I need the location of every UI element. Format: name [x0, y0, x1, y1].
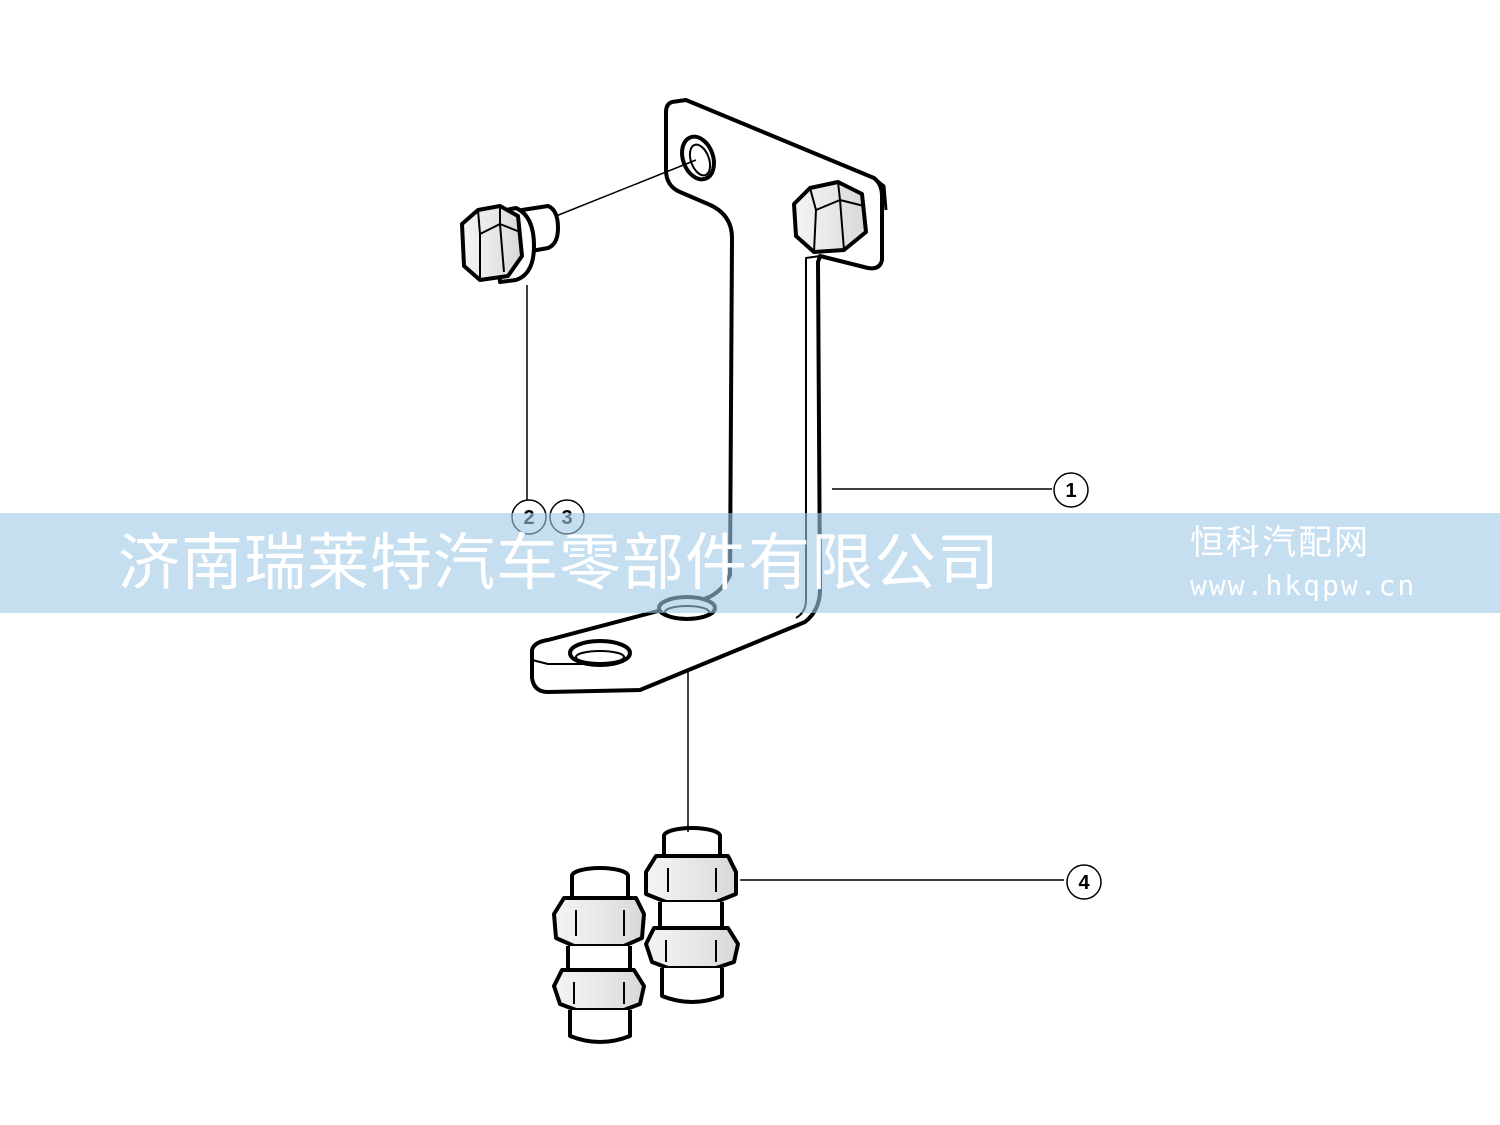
callout-1-label: 1: [1065, 480, 1076, 502]
callout-4-label: 4: [1078, 872, 1090, 894]
leader-lines: [526, 159, 1064, 881]
mounted-bolt: [792, 180, 868, 254]
watermark-band: 济南瑞莱特汽车零部件有限公司 恒科汽配网 www.hkqpw.cn: [0, 513, 1500, 613]
watermark-company-name: 济南瑞莱特汽车零部件有限公司: [118, 526, 1001, 599]
bolt-with-washer: [460, 204, 560, 284]
bulkhead-fitting-left: [552, 866, 646, 1044]
bulkhead-fitting-right: [644, 826, 740, 1004]
callout-4: 4: [1066, 864, 1102, 900]
watermark-band-background: [0, 513, 1500, 613]
watermark-site-url: www.hkqpw.cn: [1190, 569, 1417, 602]
watermark-site-name: 恒科汽配网: [1190, 523, 1370, 563]
callout-1: 1: [1053, 472, 1089, 508]
